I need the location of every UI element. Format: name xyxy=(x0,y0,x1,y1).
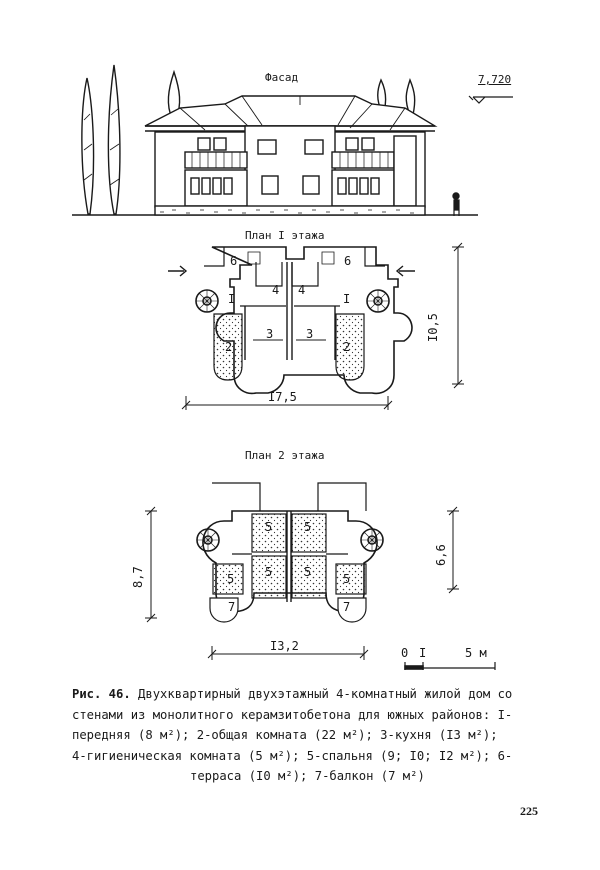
plan2-title: План 2 этажа xyxy=(245,449,325,462)
plan1-room-1-left: I xyxy=(228,292,236,306)
plan1-title: План I этажа xyxy=(245,229,325,242)
plan2-room-5-f: 5 xyxy=(343,572,351,586)
plan2-room-5-d: 5 xyxy=(304,565,312,579)
plan2-room-5-b: 5 xyxy=(304,520,312,534)
plan1-room-1-right: I xyxy=(343,292,351,306)
caption-line-1: Двухквартирный двухэтажный 4-комнатный ж… xyxy=(138,687,513,701)
plan2-room-5-e: 5 xyxy=(227,572,235,586)
facade-title: Фасад xyxy=(265,71,299,84)
scale-bar-five: 5 м xyxy=(465,646,487,660)
plan1-room-4-right: 4 xyxy=(298,283,306,297)
plan1-room-3-right: 3 xyxy=(306,327,314,341)
caption-line-5: терраса (I0 м²); 7-балкон (7 м²) xyxy=(190,769,425,783)
figure-caption: Рис. 46. Двухквартирный двухэтажный 4-ко… xyxy=(72,684,542,787)
page-number: 225 xyxy=(520,804,538,818)
figure-number: Рис. 46. xyxy=(72,687,131,701)
plan2-room-7-right: 7 xyxy=(343,600,351,614)
scale-bar-one: I xyxy=(419,646,427,660)
caption-line-2: стенами из монолитного керамзитобетона д… xyxy=(72,707,513,722)
facade-height-mark: 7,720 xyxy=(478,73,512,86)
plan1-room-4-left: 4 xyxy=(272,283,280,297)
plan2-right-dimension: 6,6 xyxy=(434,544,448,566)
plan1-room-6-right: 6 xyxy=(344,254,352,268)
plan2-room-5-a: 5 xyxy=(265,520,273,534)
plan1-room-3-left: 3 xyxy=(266,327,274,341)
plan2-room-7-left: 7 xyxy=(228,600,236,614)
plan2-width-dimension: I3,2 xyxy=(270,639,299,653)
plan1-room-2-left: 2 xyxy=(225,340,233,354)
facade-drawing xyxy=(72,64,513,216)
caption-line-4: 4-гигиеническая комната (5 м²); 5-спальн… xyxy=(72,748,513,763)
plan2-drawing xyxy=(145,482,496,670)
caption-line-3: передняя (8 м²); 2-общая комната (22 м²)… xyxy=(72,728,498,742)
plan1-room-6-left: 6 xyxy=(230,254,238,268)
plan2-left-dimension: 8,7 xyxy=(131,566,145,588)
plan1-drawing xyxy=(168,242,464,410)
plan2-room-5-c: 5 xyxy=(265,565,273,579)
plan1-room-2-right: 2 xyxy=(343,340,351,354)
plan1-width-dimension: I7,5 xyxy=(268,390,297,404)
scale-bar-zero: 0 xyxy=(401,646,409,660)
